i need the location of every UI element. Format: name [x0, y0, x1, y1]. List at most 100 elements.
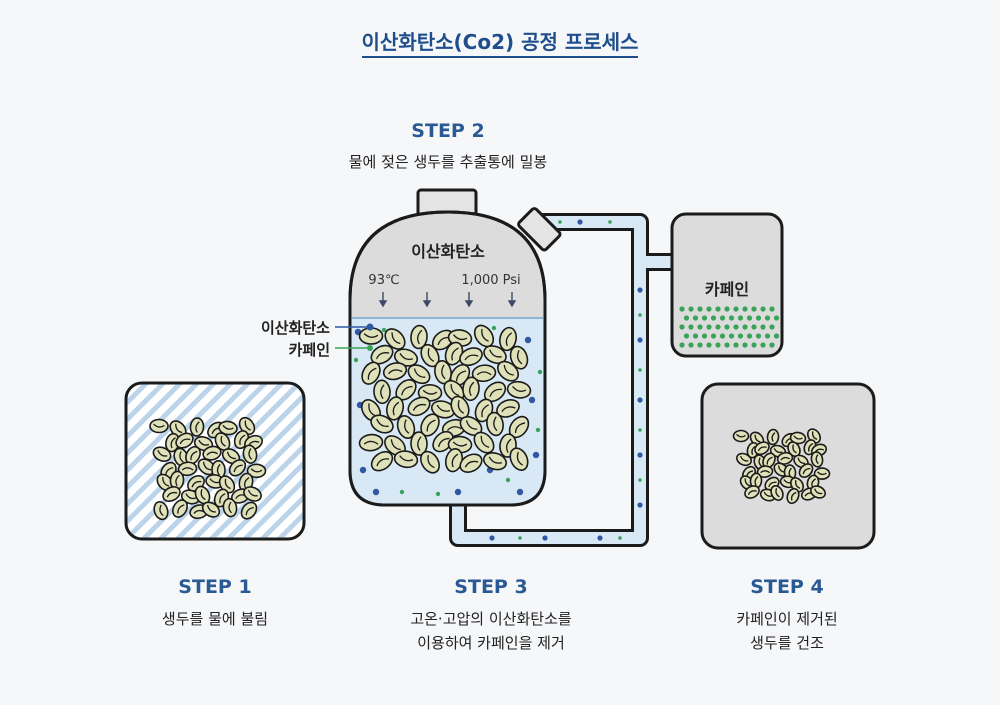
coffee-bean: [462, 376, 480, 402]
coffee-bean: [499, 326, 517, 352]
particle: [679, 324, 685, 330]
coffee-bean: [384, 328, 406, 350]
particle: [755, 333, 762, 339]
coffee-bean: [473, 431, 495, 454]
legend-caffeine-dot: [367, 345, 373, 351]
particle: [688, 342, 694, 348]
coffee-bean: [172, 499, 188, 518]
coffee-bean: [744, 485, 760, 499]
step1-beans: [149, 416, 267, 521]
particle: [769, 306, 775, 312]
particle: [637, 452, 643, 458]
coffee-bean: [358, 327, 384, 345]
coffee-bean: [766, 428, 780, 446]
particle: [491, 325, 497, 331]
coffee-bean: [396, 414, 416, 440]
coffee-bean: [473, 324, 495, 348]
coffee-bean: [786, 487, 800, 505]
particle: [715, 342, 721, 348]
particle: [697, 324, 703, 330]
particle: [597, 535, 603, 541]
coffee-bean: [754, 441, 770, 456]
particle: [637, 502, 643, 508]
particle: [746, 315, 753, 321]
coffee-bean: [218, 420, 238, 436]
particle: [706, 306, 712, 312]
particle: [773, 333, 780, 339]
particle: [528, 396, 536, 404]
particle: [701, 333, 708, 339]
particle: [742, 324, 748, 330]
coffee-bean: [156, 473, 174, 492]
coffee-bean: [189, 417, 205, 437]
particle: [399, 489, 405, 495]
coffee-bean: [810, 485, 826, 499]
coffee-bean: [382, 362, 408, 381]
particle: [558, 220, 562, 224]
coffee-bean: [385, 396, 405, 421]
coffee-bean: [153, 501, 169, 521]
coffee-bean: [483, 381, 507, 403]
particle: [688, 306, 694, 312]
particle: [532, 451, 540, 459]
particle: [454, 488, 462, 496]
step4-desc-line1: 카페인이 제거된: [736, 610, 838, 628]
coffee-bean: [228, 459, 247, 477]
particle: [577, 219, 583, 225]
particle: [715, 306, 721, 312]
particle: [724, 306, 730, 312]
coffee-bean: [450, 395, 470, 420]
particle: [724, 324, 730, 330]
coffee-bean: [813, 467, 831, 480]
particle: [764, 315, 771, 321]
coffee-bean: [202, 445, 222, 461]
step1-desc: 생두를 물에 불림: [161, 610, 269, 628]
particle: [638, 313, 642, 317]
vessel-valve: [517, 207, 562, 252]
coffee-bean: [506, 380, 532, 399]
vessel-label: 이산화탄소: [411, 242, 485, 261]
coffee-bean: [410, 324, 428, 350]
particle: [728, 333, 735, 339]
coffee-bean: [509, 345, 529, 370]
step2-desc: 물에 젖은 생두를 추출통에 밀봉: [348, 153, 548, 171]
particle: [683, 333, 690, 339]
particle: [751, 324, 757, 330]
particle: [710, 315, 717, 321]
particle: [381, 327, 387, 333]
coffee-bean: [175, 432, 194, 449]
particle: [637, 337, 643, 343]
particle: [608, 220, 612, 224]
coffee-bean: [459, 416, 483, 436]
coffee-bean: [407, 364, 431, 385]
coffee-bean: [407, 396, 431, 417]
particle: [719, 333, 726, 339]
coffee-bean: [482, 452, 508, 471]
particle: [535, 427, 541, 433]
particle: [710, 333, 717, 339]
coffee-bean: [370, 414, 394, 434]
coffee-bean: [459, 347, 483, 367]
step4-desc-line2: 생두를 건조: [750, 634, 824, 652]
coffee-bean: [162, 485, 181, 503]
coffee-bean: [420, 450, 440, 474]
coffee-bean: [471, 364, 497, 383]
particle: [728, 315, 735, 321]
coffee-bean: [756, 465, 774, 478]
particle: [760, 306, 766, 312]
particle: [724, 342, 730, 348]
particle: [688, 324, 694, 330]
particle: [760, 324, 766, 330]
particle: [359, 466, 367, 474]
coffee-bean: [496, 360, 520, 382]
step4-beans: [732, 428, 831, 505]
vessel-temperature: 93℃: [368, 273, 400, 288]
pressure-arrows: [378, 292, 517, 308]
coffee-bean: [177, 461, 198, 477]
particle: [542, 535, 548, 541]
particle: [692, 315, 699, 321]
particle: [637, 287, 643, 293]
step3-desc-line1: 고온·고압의 이산화탄소를: [410, 610, 572, 628]
coffee-bean: [149, 418, 169, 434]
coffee-bean: [361, 361, 381, 385]
